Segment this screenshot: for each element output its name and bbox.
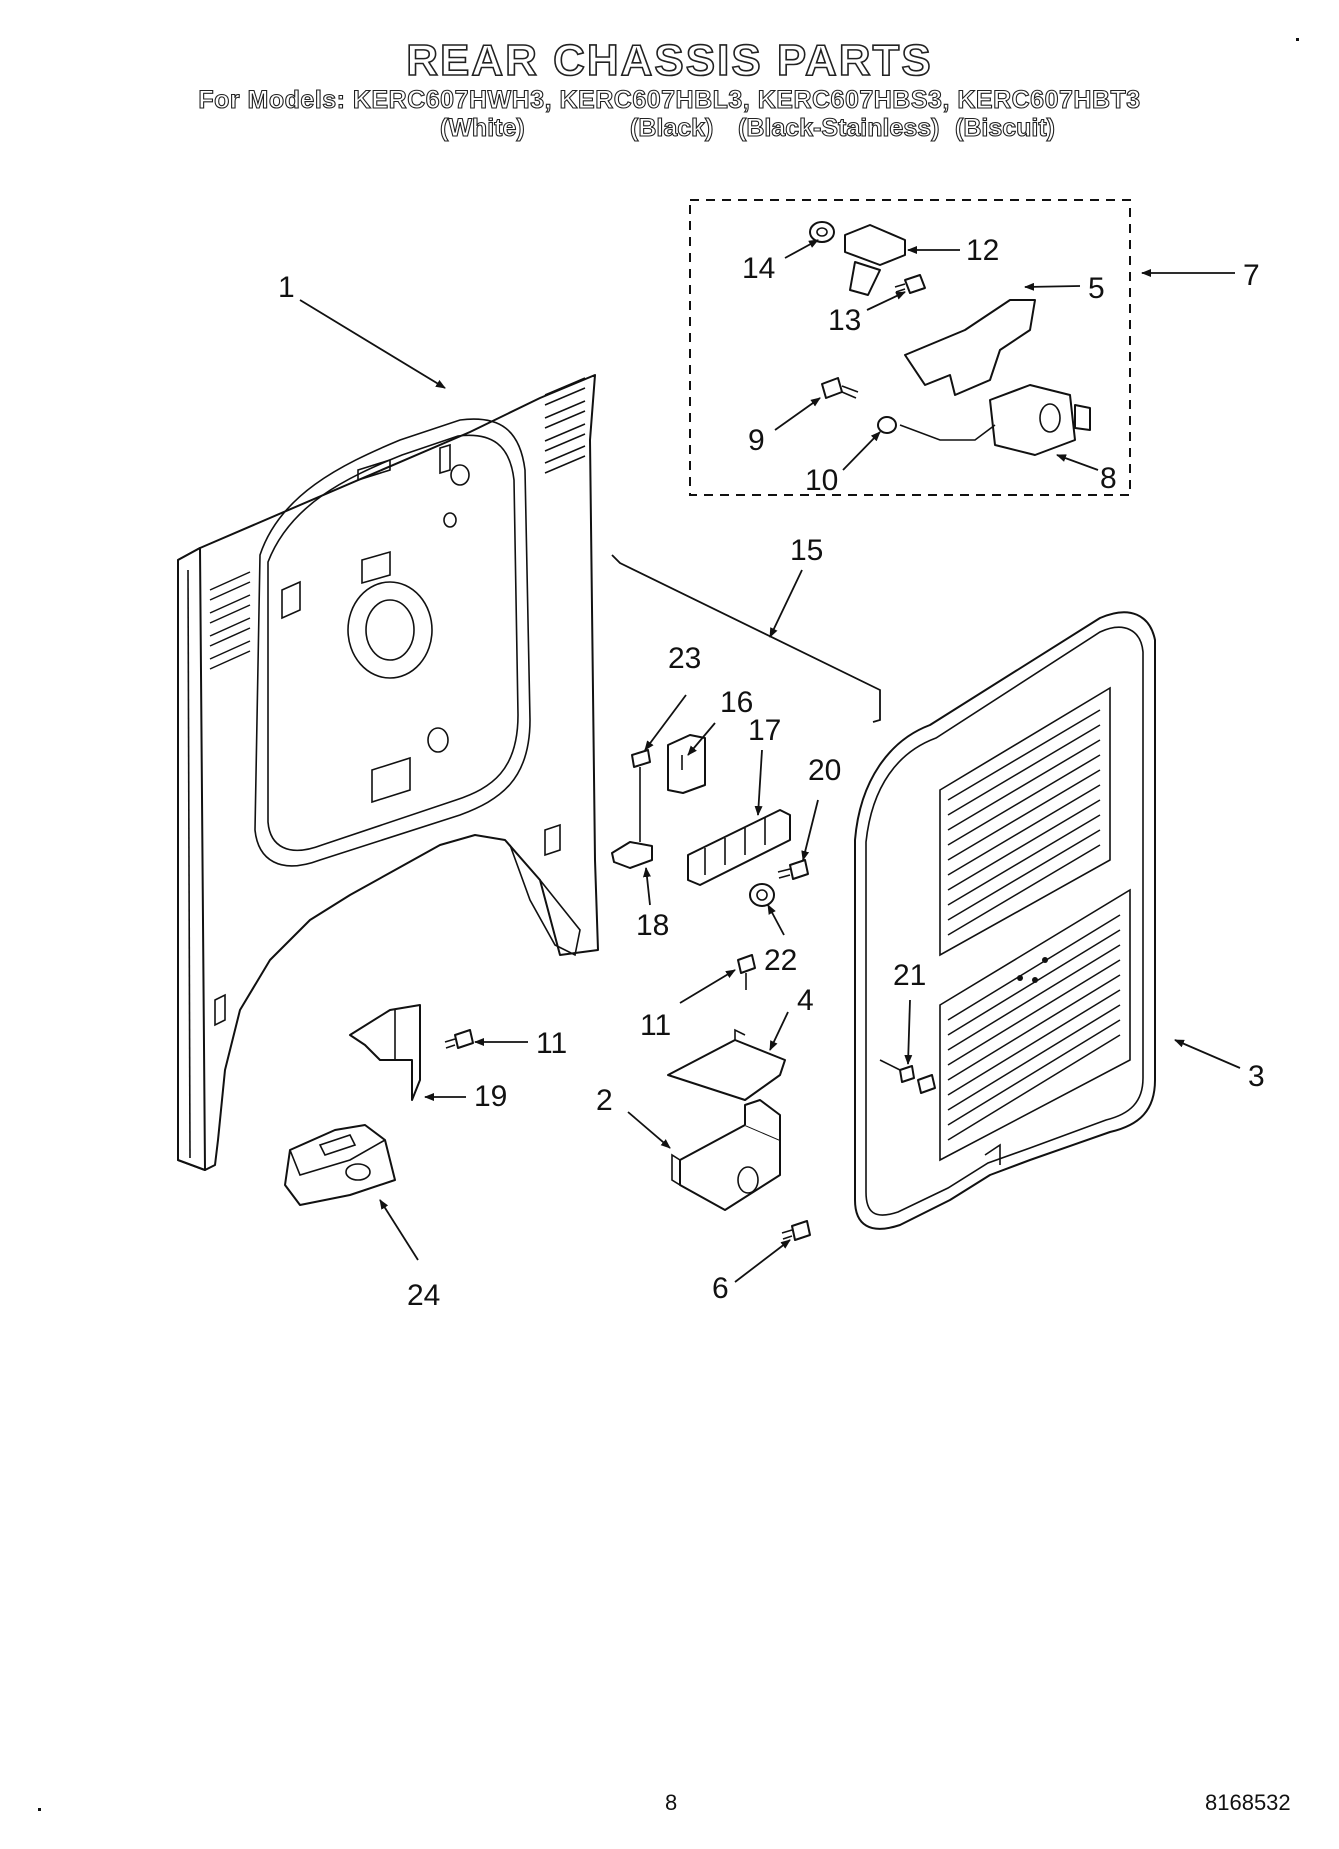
part-5-bracket — [904, 299, 1036, 396]
models-line: For Models: KERC607HWH3, KERC607HBL3, KE… — [198, 85, 1141, 114]
leader-6 — [734, 1239, 791, 1283]
leader-24 — [379, 1199, 419, 1261]
leader-20 — [801, 799, 819, 861]
part-17-terminal-block — [687, 809, 791, 886]
leader-11-center — [679, 969, 736, 1004]
part-12-switch — [844, 224, 906, 296]
part-15-rod — [611, 554, 881, 723]
callout-24: 24 — [407, 1279, 440, 1312]
callout-7: 7 — [1243, 259, 1260, 292]
callout-17: 17 — [748, 714, 781, 747]
callout-15: 15 — [790, 534, 823, 567]
color-biscuit: (Biscuit) — [954, 113, 1055, 142]
callout-5: 5 — [1088, 272, 1105, 305]
callout-6: 6 — [712, 1272, 729, 1305]
leader-1 — [299, 299, 446, 389]
callout-14: 14 — [742, 252, 775, 285]
callout-4: 4 — [797, 984, 814, 1017]
part-13-screw — [894, 274, 926, 294]
part-22-nut — [749, 883, 775, 907]
part-rear-cover — [854, 611, 1156, 1230]
part-11-screw-left — [444, 1029, 474, 1049]
leader-4 — [769, 1011, 789, 1051]
callout-20: 20 — [808, 754, 841, 787]
scan-dot-bottom-left — [38, 1808, 41, 1811]
callout-19: 19 — [474, 1080, 507, 1113]
page-title: REAR CHASSIS PARTS — [405, 35, 933, 86]
part-4-plate — [667, 1039, 786, 1101]
leader-15 — [769, 569, 803, 638]
part-2-bracket — [671, 1099, 781, 1211]
part-20-screw — [777, 859, 809, 880]
callout-22: 22 — [764, 944, 797, 977]
leader-14 — [784, 239, 819, 259]
scan-dot-top-right — [1296, 38, 1299, 41]
callout-1: 1 — [278, 271, 295, 304]
doc-number: 8168532 — [1205, 1790, 1291, 1815]
leader-3 — [1174, 1039, 1241, 1069]
color-black-stainless: (Black-Stainless) — [737, 113, 940, 142]
callout-2: 2 — [596, 1084, 613, 1117]
callout-11-left: 11 — [536, 1027, 567, 1060]
leader-17 — [754, 749, 763, 816]
leader-10 — [842, 431, 881, 471]
part-21-screw — [879, 1059, 936, 1094]
part-8-solenoid — [899, 384, 1091, 456]
part-16-block — [667, 734, 706, 794]
color-white: (White) — [439, 113, 525, 142]
callout-21: 21 — [893, 959, 926, 992]
page-number: 8 — [665, 1790, 678, 1815]
part-10-washer — [877, 416, 897, 434]
leader-5 — [1024, 282, 1081, 291]
callout-13: 13 — [828, 304, 861, 337]
leader-22 — [767, 904, 785, 936]
callouts: 1 2 3 4 5 6 7 8 9 10 11 11 12 13 14 15 1… — [278, 234, 1265, 1312]
callout-16: 16 — [720, 686, 753, 719]
leader-lines — [299, 239, 1241, 1283]
part-18-clip — [611, 841, 653, 869]
callout-18: 18 — [636, 909, 669, 942]
color-black: (Black) — [629, 113, 714, 142]
leader-2 — [627, 1111, 671, 1149]
leader-8 — [1056, 454, 1099, 471]
callout-11-center: 11 — [640, 1009, 671, 1042]
part-11-screw-center — [737, 954, 756, 990]
leader-23 — [644, 694, 687, 751]
callout-12: 12 — [966, 234, 999, 267]
leader-16 — [687, 722, 716, 756]
rear-cover-lower-vents — [947, 914, 1121, 1141]
callout-8: 8 — [1100, 462, 1117, 495]
callout-10: 10 — [805, 464, 838, 497]
callout-23: 23 — [668, 642, 701, 675]
part-24-cover — [284, 1124, 396, 1206]
leader-9 — [774, 397, 821, 431]
leader-21 — [904, 999, 913, 1065]
part-9-screw — [821, 377, 859, 399]
leader-18 — [642, 867, 651, 906]
part-rear-panel — [177, 374, 599, 1171]
part-19-bracket — [349, 1004, 421, 1101]
part-23-screw — [631, 749, 651, 785]
rear-cover-upper-vents — [947, 709, 1101, 936]
callout-3: 3 — [1248, 1060, 1265, 1093]
part-6-screw — [781, 1220, 811, 1241]
callout-9: 9 — [748, 424, 765, 457]
part-14-nut — [809, 221, 835, 243]
leader-13 — [866, 291, 906, 311]
